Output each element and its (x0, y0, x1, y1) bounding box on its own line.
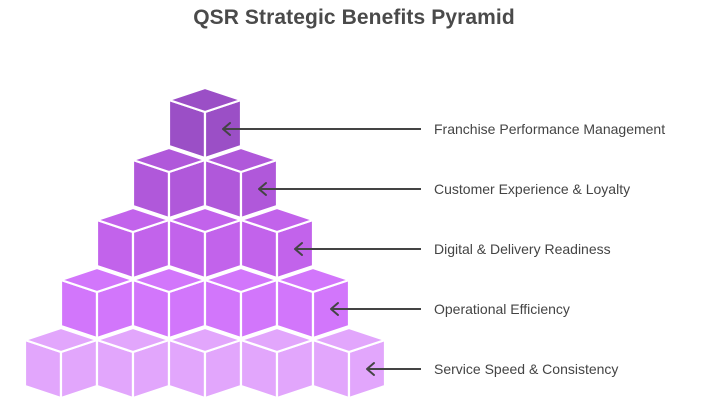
cube-top-face (311, 326, 387, 354)
cube-top-face (203, 146, 279, 174)
arrow-head (366, 362, 375, 376)
arrow-group (222, 122, 421, 376)
cube (167, 326, 243, 400)
arrow-head (330, 302, 339, 316)
cube (131, 266, 207, 340)
arrow-head (258, 182, 267, 196)
cube (167, 206, 243, 280)
level-label-4: Operational Efficiency (434, 301, 570, 317)
cube (23, 326, 99, 400)
cube (59, 266, 135, 340)
arrow-icon (330, 302, 421, 316)
cube-top-face (131, 146, 207, 174)
cube-top-face (95, 326, 171, 354)
level-label-1: Franchise Performance Management (434, 121, 666, 137)
cube-top-face (275, 266, 351, 294)
cube-stack (23, 86, 387, 400)
arrow-icon (366, 362, 421, 376)
cube-row-4 (59, 266, 351, 340)
cube (275, 266, 351, 340)
cube (239, 326, 315, 400)
cube-top-face (167, 206, 243, 234)
cube (95, 206, 171, 280)
arrow-icon (294, 242, 421, 256)
level-label-2: Customer Experience & Loyalty (434, 181, 631, 197)
arrow-head (294, 242, 303, 256)
cube-top-face (23, 326, 99, 354)
cube-row-3 (95, 206, 315, 280)
cube (95, 326, 171, 400)
cube-top-face (167, 86, 243, 114)
arrow-icon (258, 182, 421, 196)
level-label-5: Service Speed & Consistency (434, 361, 619, 377)
cube-top-face (59, 266, 135, 294)
cube-top-face (239, 326, 315, 354)
cube-top-face (95, 206, 171, 234)
cube-row-5 (23, 326, 387, 400)
cube-row-1 (167, 86, 243, 160)
cube (239, 206, 315, 280)
cube-top-face (167, 326, 243, 354)
cube-top-face (203, 266, 279, 294)
cube (131, 146, 207, 220)
cube-top-face (239, 206, 315, 234)
level-label-3: Digital & Delivery Readiness (434, 241, 611, 257)
cube-top-face (131, 266, 207, 294)
arrow-icon (222, 122, 421, 136)
arrow-head (222, 122, 231, 136)
cube (167, 86, 243, 160)
diagram-title: QSR Strategic Benefits Pyramid (193, 6, 515, 29)
cube (203, 266, 279, 340)
